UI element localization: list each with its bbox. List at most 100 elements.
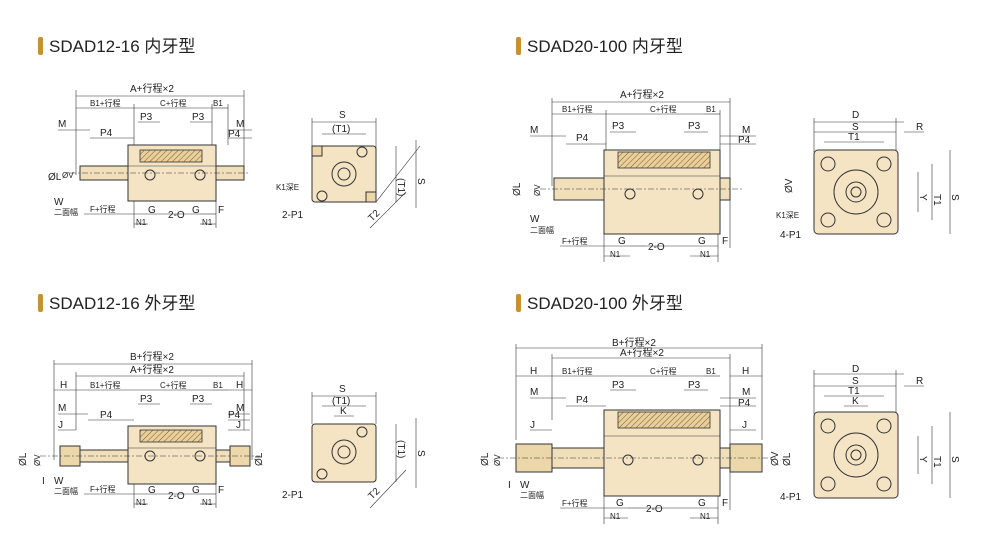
dim-label: C+行程	[160, 98, 186, 108]
dim-label: P4	[576, 395, 589, 406]
dim-label: T2	[366, 208, 382, 224]
title-marker-icon	[38, 37, 43, 55]
dim-label: R	[916, 376, 923, 387]
dim-label: P3	[140, 394, 153, 405]
dim-label: B+行程×2	[130, 350, 174, 363]
dim-label: P4	[228, 410, 241, 421]
dim-label: G	[192, 205, 200, 216]
dim-label: N1	[202, 498, 213, 507]
panel2-labels: A+行程×2 B1+行程 C+行程 B1 M P3 P3 P4 M P4 ØL …	[512, 88, 795, 259]
dim-label: G	[148, 205, 156, 216]
dim-label: K	[852, 396, 859, 407]
dim-label: P3	[192, 394, 205, 405]
title-text: SDAD12-16 外牙型	[49, 294, 196, 313]
panel2-end-view	[813, 118, 951, 235]
dim-label: I	[42, 476, 45, 487]
dim-label: B1+行程	[562, 104, 592, 114]
dim-label: P3	[612, 121, 625, 132]
dim-label: 2-O	[648, 242, 665, 253]
dim-label: G	[148, 485, 156, 496]
dim-label: J	[236, 420, 241, 431]
panel3-side-view	[40, 360, 260, 508]
panel4-end-labels: D S K T1 R Y T1 S 4-P1	[780, 364, 960, 503]
dim-label: M	[530, 387, 538, 398]
dim-label: H	[742, 366, 749, 377]
dim-label: B1	[213, 381, 223, 390]
dim-label: T1	[931, 456, 942, 468]
panel2-side-view	[530, 98, 756, 262]
dim-label: T1	[848, 386, 860, 397]
dim-label: G	[698, 498, 706, 509]
dim-label: F+行程	[562, 498, 588, 508]
dim-label: M	[236, 119, 244, 130]
dim-label: P4	[576, 133, 589, 144]
dim-label: N1	[700, 250, 711, 259]
dim-label: S	[415, 178, 426, 185]
dim-label: N1	[136, 498, 147, 507]
dim-label: ØV	[533, 184, 542, 196]
dim-label: G	[616, 498, 624, 509]
dim-label: B1	[706, 367, 716, 376]
dim-label: (T1)	[395, 440, 406, 458]
dim-label: P4	[228, 129, 241, 140]
dim-label: ØV	[33, 454, 42, 466]
dim-label: F	[722, 498, 728, 509]
dim-label: ØV	[493, 454, 502, 466]
dim-label: ØV	[784, 178, 795, 193]
dim-label: M	[530, 125, 538, 136]
dim-label: S	[949, 194, 960, 201]
dim-label: W	[530, 214, 540, 225]
panel3-labels: B+行程×2 A+行程×2 H B1+行程 C+行程 B1 H M P3 P3 …	[18, 350, 265, 507]
dim-label: T1	[848, 132, 860, 143]
title-text: SDAD20-100 内牙型	[527, 37, 683, 56]
dim-label: 二面幅	[54, 207, 78, 217]
dim-label: ØV	[62, 171, 74, 180]
panel3-end-view	[311, 392, 417, 509]
dim-label: 2-O	[646, 504, 663, 515]
dim-label: ØL	[512, 182, 523, 196]
dim-label: P3	[688, 380, 701, 391]
dim-label: (T1)	[332, 124, 350, 135]
panel-title-1: SDAD12-16 内牙型	[38, 37, 195, 57]
title-marker-icon	[516, 294, 521, 312]
dim-label: N1	[202, 218, 213, 227]
dim-label: D	[852, 110, 859, 121]
dim-label: K1深E	[276, 183, 299, 192]
panel1-side-view	[58, 90, 252, 228]
dim-label: H	[530, 366, 537, 377]
dim-label: P4	[100, 128, 113, 139]
dim-label: M	[742, 125, 750, 136]
dim-label: S	[949, 456, 960, 463]
dim-label: 二面幅	[520, 490, 544, 500]
dim-label: K	[340, 406, 347, 417]
panel4-end-view	[813, 370, 951, 499]
dim-label: T2	[366, 486, 382, 502]
panel-title-4: SDAD20-100 外牙型	[516, 294, 683, 314]
dim-label: 4-P1	[780, 230, 802, 241]
dim-label: H	[236, 380, 243, 391]
title-marker-icon	[516, 37, 521, 55]
dim-label: 二面幅	[530, 225, 554, 235]
dim-label: B+行程×2	[612, 336, 656, 349]
dim-label: D	[852, 364, 859, 375]
dim-label: F	[218, 205, 224, 216]
dim-label: ØL	[480, 452, 491, 466]
dim-label: B1+行程	[90, 98, 120, 108]
dim-label: M	[742, 387, 750, 398]
title-marker-icon	[38, 294, 43, 312]
dim-label: M	[58, 119, 66, 130]
panel2-end-labels: D S T1 R Y T1 S K1深E 4-P1	[776, 110, 960, 241]
dim-label: 2-P1	[282, 490, 304, 501]
dim-label: F+行程	[90, 204, 116, 214]
dim-label: F+行程	[562, 236, 588, 246]
title-text: SDAD12-16 内牙型	[49, 37, 196, 56]
dim-label: B1+行程	[562, 366, 592, 376]
dim-label: A+行程×2	[620, 346, 664, 359]
dim-label: W	[54, 197, 64, 208]
dim-label: 二面幅	[54, 486, 78, 496]
dim-label: 4-P1	[780, 492, 802, 503]
panel1-end-view	[311, 118, 421, 229]
dim-label: S	[339, 384, 346, 395]
dim-label: P3	[192, 112, 205, 123]
